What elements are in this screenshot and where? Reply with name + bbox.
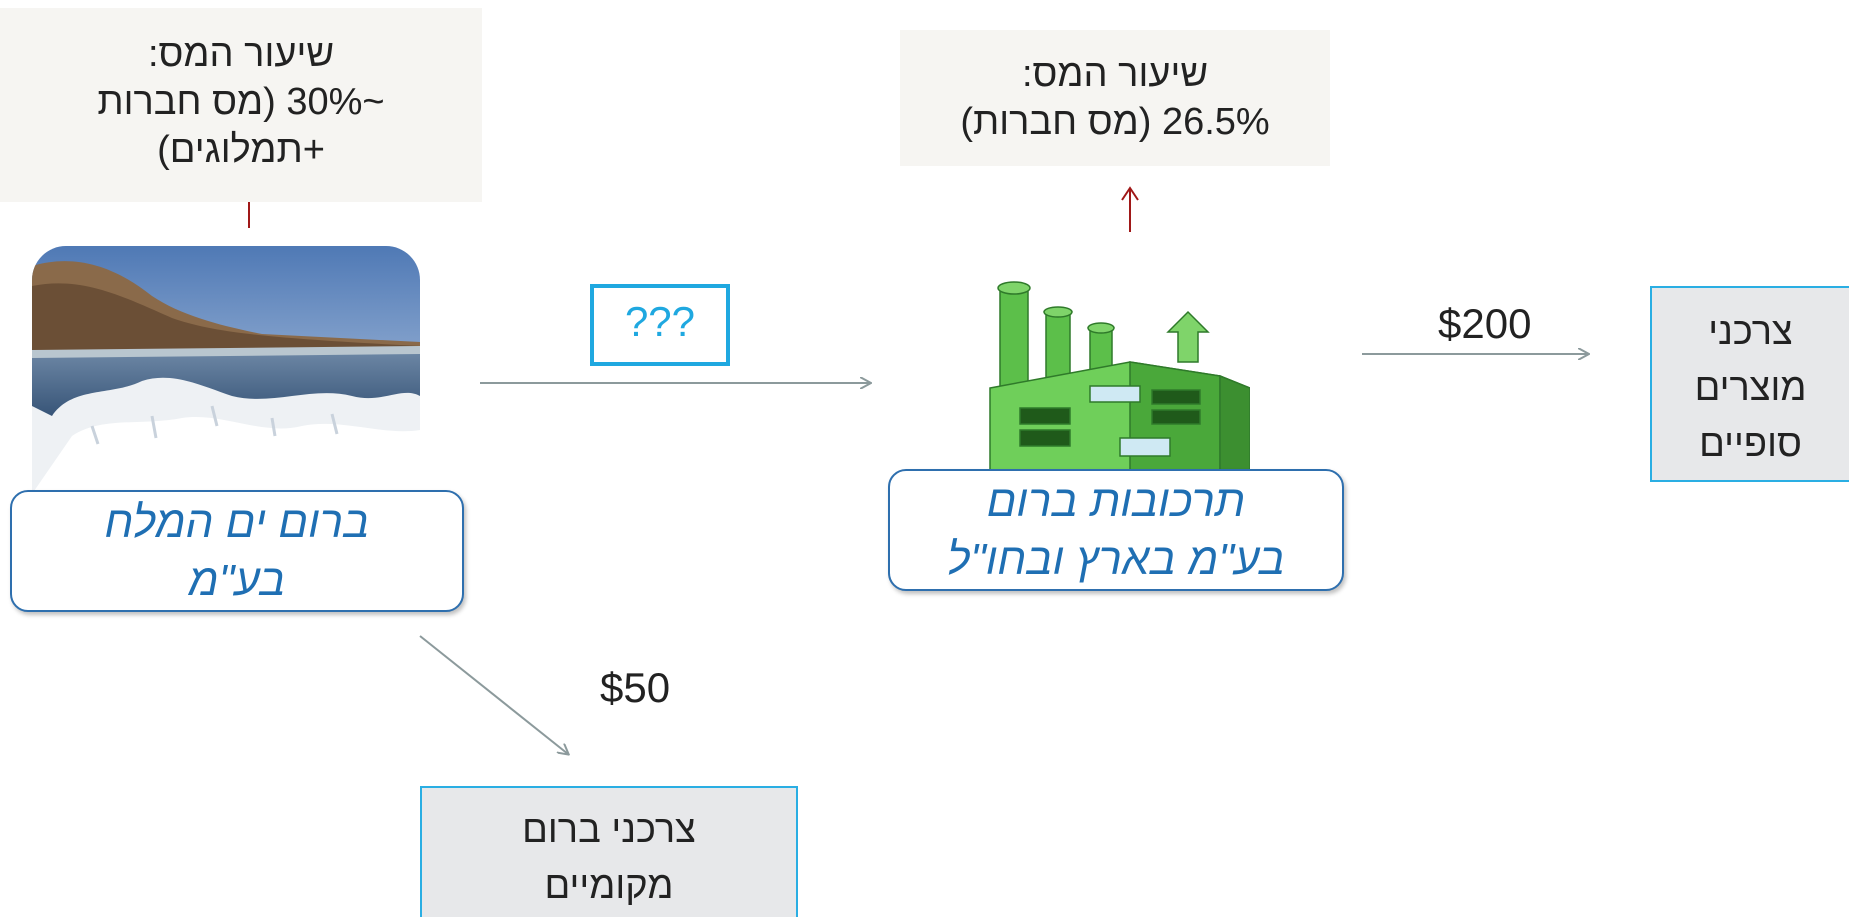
right-tax-line-2: 26.5% (מס חברות) — [960, 101, 1270, 143]
final-price-label: $200 — [1438, 300, 1532, 347]
factory-icon — [980, 278, 1251, 471]
left-tax-line-3: +תמלוגים) — [157, 129, 325, 171]
transfer-price-text: ??? — [624, 298, 696, 345]
left-tax-line-1: שיעור המס: — [147, 33, 335, 75]
final-consumers-line-1: צרכני — [1708, 311, 1793, 353]
local-consumers-line-2: מקומיים — [544, 865, 674, 907]
transfer-price-box: ??? — [590, 284, 730, 366]
local-consumers-line-1: צרכני ברום — [522, 809, 696, 851]
left-tax-rate-box: שיעור המס: ~30% (מס חברות +תמלוגים) — [0, 8, 482, 202]
left-entity-line-2: בע"מ — [188, 556, 286, 605]
local-sale-arrow — [419, 635, 568, 754]
local-price-label: $50 — [600, 664, 671, 711]
local-consumers-box: צרכני ברום מקומיים — [420, 786, 798, 917]
right-tax-line-1: שיעור המס: — [1021, 53, 1209, 95]
final-consumers-line-2: מוצרים — [1694, 367, 1807, 409]
right-tax-rate-box: שיעור המס: 26.5% (מס חברות) — [900, 30, 1330, 166]
final-consumers-line-3: סופיים — [1699, 423, 1802, 465]
left-tax-line-2: ~30% (מס חברות — [97, 81, 385, 123]
right-entity-line-2: בע"מ בארץ ובחו"ל — [946, 535, 1286, 584]
dead-sea-photo — [32, 246, 420, 494]
bromine-compounds-label: תרכובות ברום בע"מ בארץ ובחו"ל — [888, 469, 1344, 591]
left-entity-line-1: ברום ים המלח — [104, 498, 370, 547]
final-consumers-box: צרכני מוצרים סופיים — [1650, 286, 1849, 482]
right-entity-line-1: תרכובות ברום — [986, 477, 1246, 526]
dead-sea-bromine-label: ברום ים המלח בע"מ — [10, 490, 464, 612]
